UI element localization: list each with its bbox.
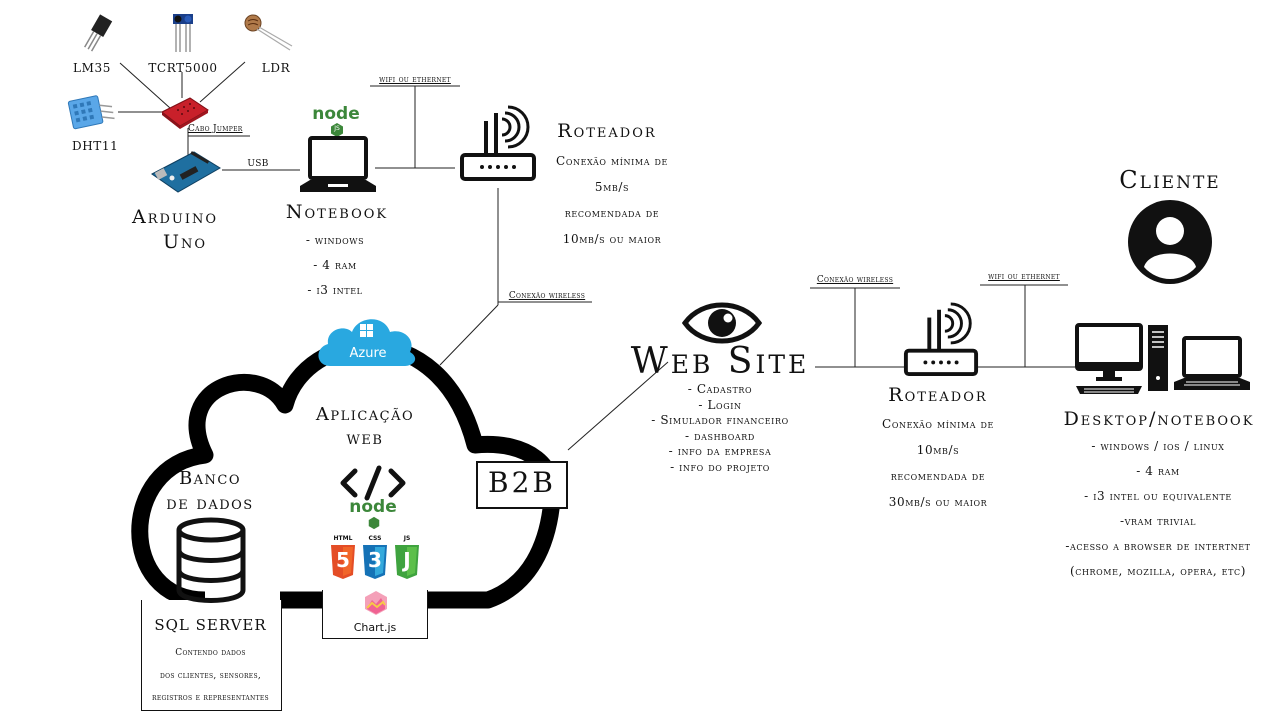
router-2-title: Roteador xyxy=(888,384,988,406)
router-2-line: Conexão mínima de xyxy=(882,417,994,431)
router-1-line: Conexão mínima de xyxy=(556,154,668,168)
js-label: JS xyxy=(403,535,411,542)
wireless-label-1: Conexão wireless xyxy=(508,291,586,301)
breadboard-icon xyxy=(161,97,209,129)
website-features: - Cadastro - Login - Simulador financeir… xyxy=(628,382,812,475)
b2b-label: B2B xyxy=(488,466,556,499)
dht11-icon xyxy=(67,95,115,130)
desktop-spec: - 4 ram xyxy=(1136,464,1180,478)
desktop-spec: -vram trivial xyxy=(1120,514,1196,528)
desktop-spec: -acesso a browser de intertnet xyxy=(1065,539,1251,553)
desktop-spec: - windows / ios / linux xyxy=(1091,439,1225,453)
wifi-ethernet-label-1: wifi ou ethernet xyxy=(379,75,451,85)
code-brackets-icon xyxy=(340,465,406,501)
router-2-line: 10mb/s xyxy=(916,443,960,457)
arduino-title-2: Uno xyxy=(162,231,208,253)
desktop-title: Desktop/notebook xyxy=(1063,408,1255,430)
website-title: Web Site xyxy=(630,341,810,382)
line-lm35 xyxy=(119,62,171,109)
db-title-2: de dados xyxy=(166,493,254,514)
desktop-specs: - windows / ios / linux - 4 ram - i3 int… xyxy=(1040,434,1276,584)
javascript-icon xyxy=(395,545,419,579)
router-1-line: 10mb/s ou maior xyxy=(562,232,662,246)
tcrt5000-label: TCRT5000 xyxy=(148,61,218,75)
website-feature: - info da empresa xyxy=(668,444,772,458)
desktop-spec: - i3 intel ou equivalente xyxy=(1084,489,1232,503)
chartjs-label: Chart.js xyxy=(353,621,397,634)
app-title-2: web xyxy=(346,428,384,449)
notebook-spec: - windows xyxy=(305,233,365,247)
css3-number: 3 xyxy=(368,548,382,572)
laptop-client-icon xyxy=(1174,336,1250,390)
website-feature: - info do projeto xyxy=(670,459,770,474)
node-logo-app: node xyxy=(349,497,397,517)
js-letter: J xyxy=(403,548,411,572)
node-logo-top: node xyxy=(312,104,360,124)
css3-icon xyxy=(363,545,387,579)
website-feature: - Simulador financeiro xyxy=(651,413,789,427)
db-title-1: Banco xyxy=(178,468,242,489)
node-js-app-badge-icon xyxy=(368,516,380,530)
db-desc-line: registros e representantes xyxy=(152,693,269,703)
db-description: Contendo dados dos clientes, sensores, r… xyxy=(141,644,280,710)
db-desc-line: dos clientes, sensores, xyxy=(159,671,262,681)
router-1-line: recomendada de xyxy=(564,206,660,220)
line-ldr xyxy=(199,61,246,103)
router-2-line: recomendada de xyxy=(890,469,986,483)
router-1-line: 5mb/s xyxy=(594,180,630,194)
b2b-box xyxy=(476,461,568,509)
app-title-1: Aplicação xyxy=(315,404,415,425)
router-2-icon xyxy=(903,302,979,377)
css-label: CSS xyxy=(368,535,382,542)
dht11-label: DHT11 xyxy=(72,139,119,153)
node-js-badge-text: JS xyxy=(334,125,340,132)
router-2-line: 30mb/s ou maior xyxy=(888,495,988,509)
azure-label: Azure xyxy=(349,346,387,361)
user-avatar-icon xyxy=(1128,200,1212,284)
html5-number: 5 xyxy=(336,548,350,572)
arduino-title-1: Arduino xyxy=(131,206,219,228)
jumper-label: Cabo Jumper xyxy=(188,124,243,134)
azure-cloud-icon xyxy=(318,319,416,366)
ldr-icon xyxy=(244,14,293,51)
wireless-label-2: Conexão wireless xyxy=(816,275,894,285)
database-icon xyxy=(176,517,246,603)
db-desc-line: Contendo dados xyxy=(175,648,246,658)
notebook-spec: - 4 ram xyxy=(313,258,357,272)
laptop-icon xyxy=(300,136,376,192)
website-feature: - Cadastro xyxy=(687,382,753,396)
wifi-ethernet-label-2: wifi ou ethernet xyxy=(988,272,1060,282)
notebook-spec: - i3 intel xyxy=(307,283,363,297)
tcrt5000-icon xyxy=(173,14,193,52)
website-feature: - dashboard xyxy=(685,428,755,443)
notebook-specs: - windows - 4 ram - i3 intel xyxy=(280,228,390,303)
chartjs-icon xyxy=(365,591,387,615)
router-1-specs: Conexão mínima de 5mb/s recomendada de 1… xyxy=(530,148,694,252)
desktop-computer-icon xyxy=(1075,323,1168,394)
html-label: HTML xyxy=(333,535,353,542)
router-1-title: Roteador xyxy=(557,120,657,142)
html5-icon xyxy=(331,545,355,579)
desktop-spec: (chrome, mozilla, opera, etc) xyxy=(1069,564,1247,578)
db-name: SQL SERVER xyxy=(154,616,267,634)
usb-label: USB xyxy=(247,159,269,169)
eye-icon xyxy=(682,302,762,344)
arduino-icon xyxy=(151,151,221,193)
router-1-icon xyxy=(460,105,536,181)
ldr-label: LDR xyxy=(261,61,291,75)
lm35-icon xyxy=(84,14,113,52)
client-title: Cliente xyxy=(1119,166,1221,194)
router-2-specs: Conexão mínima de 10mb/s recomendada de … xyxy=(858,411,1018,515)
line-b2b-web xyxy=(567,361,669,451)
node-js-badge-icon xyxy=(331,123,343,137)
notebook-title: Notebook xyxy=(285,201,389,223)
website-feature: - Login xyxy=(698,397,742,412)
db-box xyxy=(141,600,282,711)
lm35-label: LM35 xyxy=(73,61,111,75)
